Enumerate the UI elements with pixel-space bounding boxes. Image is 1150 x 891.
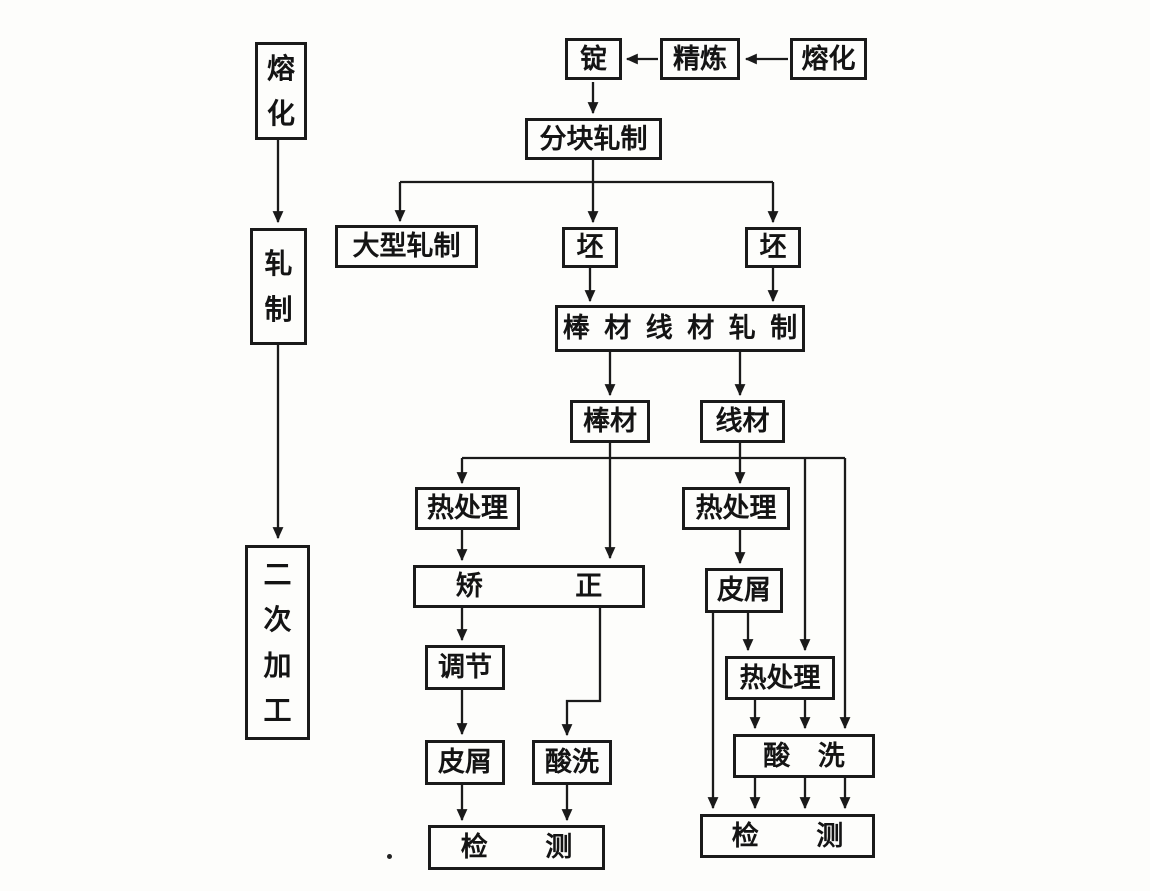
node-roll-left: 轧制: [250, 228, 307, 345]
node-pickling-wire: 酸 洗: [733, 734, 875, 778]
node-heat-treat-bar: 热处理: [415, 487, 520, 530]
node-heat-treat-wire-1: 热处理: [682, 487, 790, 530]
scan-artifact-dot: [387, 854, 392, 859]
node-billet-2: 坯: [745, 227, 801, 268]
node-wire: 线材: [700, 400, 785, 443]
node-block-rolling: 分块轧制: [525, 118, 662, 160]
node-heat-treat-wire-2: 热处理: [725, 656, 835, 700]
node-peeling-wire: 皮屑: [705, 568, 783, 613]
node-ingot: 锭: [565, 38, 622, 80]
node-adjusting: 调节: [425, 645, 505, 690]
node-melt-top: 熔化: [790, 38, 867, 80]
node-bar: 棒材: [570, 400, 650, 443]
node-melt-left: 熔化: [255, 42, 307, 140]
node-billet-1: 坯: [562, 227, 618, 268]
node-secondary-processing: 二次加工: [245, 545, 310, 740]
node-inspection-bar: 检 测: [428, 825, 605, 870]
node-inspection-wire: 检 测: [700, 814, 875, 858]
node-peeling-bar: 皮屑: [425, 740, 505, 785]
node-large-rolling: 大型轧制: [335, 225, 478, 268]
node-refining: 精炼: [660, 38, 740, 80]
node-straightening: 矫 正: [413, 565, 645, 608]
edge-lines: [272, 53, 851, 822]
node-bar-wire-rolling: 棒 材 线 材 轧 制: [555, 305, 805, 352]
node-pickling-bar: 酸洗: [532, 740, 612, 785]
